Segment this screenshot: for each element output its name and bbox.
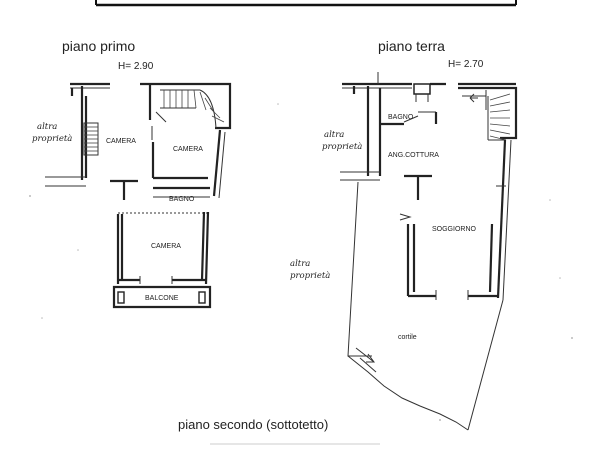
note-altra-proprieta-first-2: proprietà xyxy=(32,133,72,144)
note-altra-proprieta-ground-2: proprietà xyxy=(322,141,362,152)
room-bagno-first: BAGNO xyxy=(169,196,195,203)
room-camera-left: CAMERA xyxy=(106,138,136,145)
room-camera-lower: CAMERA xyxy=(151,243,181,250)
note-altra-proprieta-first-1: altra xyxy=(37,122,57,132)
room-cortile: cortile xyxy=(398,334,417,341)
second-floor-title: piano secondo (sottotetto) xyxy=(178,417,328,432)
room-bagno-ground: BAGNO xyxy=(388,114,414,121)
ground-floor-plan xyxy=(340,72,518,431)
room-balcone: BALCONE xyxy=(145,295,179,302)
room-camera-right: CAMERA xyxy=(173,146,203,153)
first-floor-title: piano primo xyxy=(62,38,135,54)
room-ang-cottura: ANG.COTTURA xyxy=(388,152,439,159)
first-floor-height: H= 2.90 xyxy=(118,61,154,72)
room-soggiorno: SOGGIORNO xyxy=(432,226,477,233)
scan-noise xyxy=(29,103,573,421)
note-altra-proprieta-cortile-2: proprietà xyxy=(290,270,330,281)
first-floor-plan xyxy=(45,82,232,309)
note-altra-proprieta-ground-1: altra xyxy=(324,130,344,140)
ground-floor-height: H= 2.70 xyxy=(448,59,484,70)
note-altra-proprieta-cortile-1: altra xyxy=(290,259,310,269)
ground-floor-title: piano terra xyxy=(378,38,445,54)
